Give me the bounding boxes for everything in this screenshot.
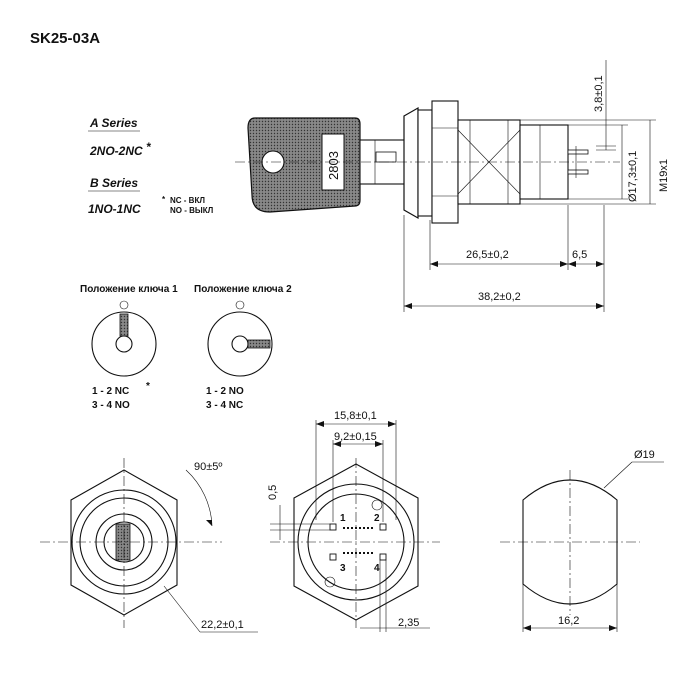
pos1-line2: 3 - 4 NO (92, 400, 130, 411)
pos1-line1: 1 - 2 NC (92, 386, 129, 397)
hex-nut (70, 469, 178, 616)
series-legend: A Series 2NO-2NC * B Series 1NO-1NC * NC… (88, 116, 214, 216)
dim-17-3: Ø17,3±0,1 (627, 151, 639, 202)
pos2-dial (207, 311, 273, 377)
pos1-title: Положение ключа 1 (80, 284, 178, 295)
dim-15-8: 15,8±0,1 (334, 410, 377, 422)
a-series-config: 2NO-2NC (89, 144, 143, 158)
pos2-key-indicator (247, 339, 271, 349)
footnote-no: NO - ВЫКЛ (170, 206, 214, 215)
footnote-nc: NC - ВКЛ (170, 196, 205, 205)
side-dimensions: 3,8±0,1 Ø17,3±0,1 M19x1 26,5±0,2 6,5 38,… (403, 60, 670, 312)
front-view: 90±5º 22,2±0,1 (40, 458, 258, 633)
footnote-star: * (162, 195, 166, 204)
a-series-label: A Series (89, 116, 138, 130)
dim-2-35: 2,35 (398, 617, 419, 629)
side-view: 2803 (235, 100, 620, 224)
terminal-3-pad (329, 553, 337, 561)
dim-angle: 90±5º (194, 461, 222, 473)
key-number: 2803 (326, 151, 341, 180)
terminal-2-pad (379, 523, 387, 531)
terminal-1-label: 1 (340, 513, 346, 524)
pos2-line2: 3 - 4 NC (206, 400, 243, 411)
pos2-title: Положение ключа 2 (194, 284, 292, 295)
page-title: SK25-03A (30, 30, 100, 47)
pos1-dial (91, 311, 157, 377)
dim-9-2: 9,2±0,15 (334, 431, 377, 443)
b-series-config: 1NO-1NC (88, 202, 141, 216)
dim-6-5: 6,5 (572, 249, 587, 261)
dim-16-2: 16,2 (558, 615, 579, 627)
key-positions: Положение ключа 1 1 - 2 NC * 3 - 4 NO По… (80, 284, 292, 411)
dim-38-2: 38,2±0,2 (478, 291, 521, 303)
terminal-4-label: 4 (374, 563, 380, 574)
panel-cutout-view: Ø19 16,2 (500, 449, 664, 632)
dim-26-5: 26,5±0,2 (466, 249, 509, 261)
dim-22-2: 22,2±0,1 (201, 619, 244, 631)
dim-0-5: 0,5 (267, 485, 279, 500)
dim-19: Ø19 (634, 449, 655, 461)
pos1-star: * (146, 381, 150, 392)
pos2-line1: 1 - 2 NO (206, 386, 244, 397)
b-series-label: B Series (90, 176, 138, 190)
rear-view: 1 2 3 4 15,8±0,1 9,2±0,15 0,5 2,35 (267, 410, 440, 632)
terminal-4-pad (379, 553, 387, 561)
terminal-3-label: 3 (340, 563, 346, 574)
terminal-1-pad (329, 523, 337, 531)
a-series-star: * (146, 140, 152, 154)
dim-3-8: 3,8±0,1 (593, 75, 605, 112)
dim-m19: M19x1 (658, 159, 670, 192)
pos1-key-indicator (119, 313, 129, 337)
terminal-2-label: 2 (374, 513, 380, 524)
